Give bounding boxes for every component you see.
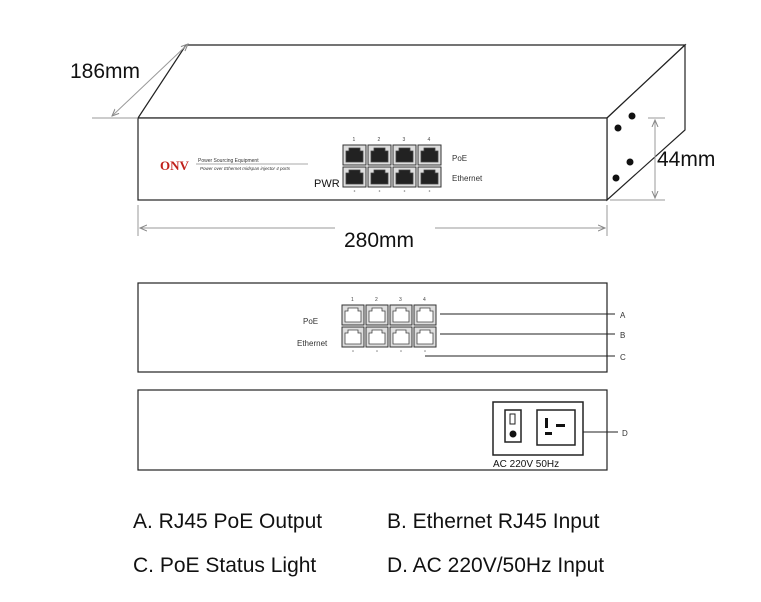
rear-panel: D AC 220V 50Hz — [137, 389, 628, 471]
rj45-socket — [395, 147, 414, 163]
status-led — [378, 190, 381, 192]
power-label: AC 220V 50Hz — [493, 459, 559, 470]
rj45-socket — [344, 329, 362, 345]
rj45-socket — [368, 307, 386, 323]
depth-label: 186mm — [70, 60, 140, 83]
port-number: 4 — [428, 137, 431, 143]
rj45-socket — [345, 147, 364, 163]
ac-outlet — [536, 409, 576, 446]
legend-d: D. AC 220V/50Hz Input — [387, 554, 604, 577]
width-label: 280mm — [344, 229, 414, 252]
status-led — [424, 350, 426, 352]
status-led — [400, 350, 402, 352]
rj45-socket — [392, 307, 410, 323]
rj45-socket — [420, 169, 439, 185]
onv-logo: ONV — [160, 158, 190, 173]
port-number: 2 — [378, 137, 381, 143]
status-led — [428, 190, 431, 192]
callout-c: C — [620, 353, 626, 362]
power-switch — [504, 409, 522, 443]
rj45-socket — [395, 169, 414, 185]
rj45-socket — [416, 307, 434, 323]
poe-label: PoE — [452, 154, 467, 163]
height-label: 44mm — [657, 148, 715, 171]
status-led — [403, 190, 406, 192]
rj45-socket — [416, 329, 434, 345]
rj45-socket — [370, 169, 389, 185]
port-number: 2 — [375, 297, 378, 303]
port-number: 1 — [351, 297, 354, 303]
front-panel: ONV Power Sourcing Equipment Power over … — [160, 137, 483, 192]
legend-c: C. PoE Status Light — [133, 554, 316, 577]
depth-dimension: 186mm — [70, 44, 188, 119]
ethernet-label: Ethernet — [452, 174, 483, 183]
legend-a: A. RJ45 PoE Output — [133, 510, 322, 533]
rj45-socket — [344, 307, 362, 323]
callout-a: A — [620, 311, 626, 320]
product-line-2: Power over Ethernet midspan injector 4 p… — [200, 166, 291, 171]
mount-holes — [612, 112, 636, 182]
detail-ethernet-label: Ethernet — [297, 339, 328, 348]
status-led — [353, 190, 356, 192]
port-number: 4 — [423, 297, 426, 303]
callout-b: B — [620, 331, 625, 340]
rj45-socket — [370, 147, 389, 163]
top-face — [136, 44, 687, 119]
rj45-socket — [392, 329, 410, 345]
callout-d: D — [622, 429, 628, 438]
port-number: 3 — [399, 297, 402, 303]
port-number: 1 — [353, 137, 356, 143]
port-number: 3 — [403, 137, 406, 143]
rj45-socket — [345, 169, 364, 185]
status-led — [352, 350, 354, 352]
status-led — [376, 350, 378, 352]
legend: A. RJ45 PoE Output B. Ethernet RJ45 Inpu… — [133, 510, 604, 577]
port-detail-panel: PoE Ethernet 1 2 3 4 A B C — [137, 282, 626, 373]
width-dimension: 280mm — [137, 205, 608, 252]
rj45-socket — [420, 147, 439, 163]
pwr-label: PWR — [314, 178, 340, 190]
height-dimension: 44mm — [610, 117, 715, 201]
product-line-1: Power Sourcing Equipment — [198, 158, 259, 164]
rj45-socket — [368, 329, 386, 345]
detail-poe-label: PoE — [303, 317, 318, 326]
legend-b: B. Ethernet RJ45 Input — [387, 510, 600, 533]
